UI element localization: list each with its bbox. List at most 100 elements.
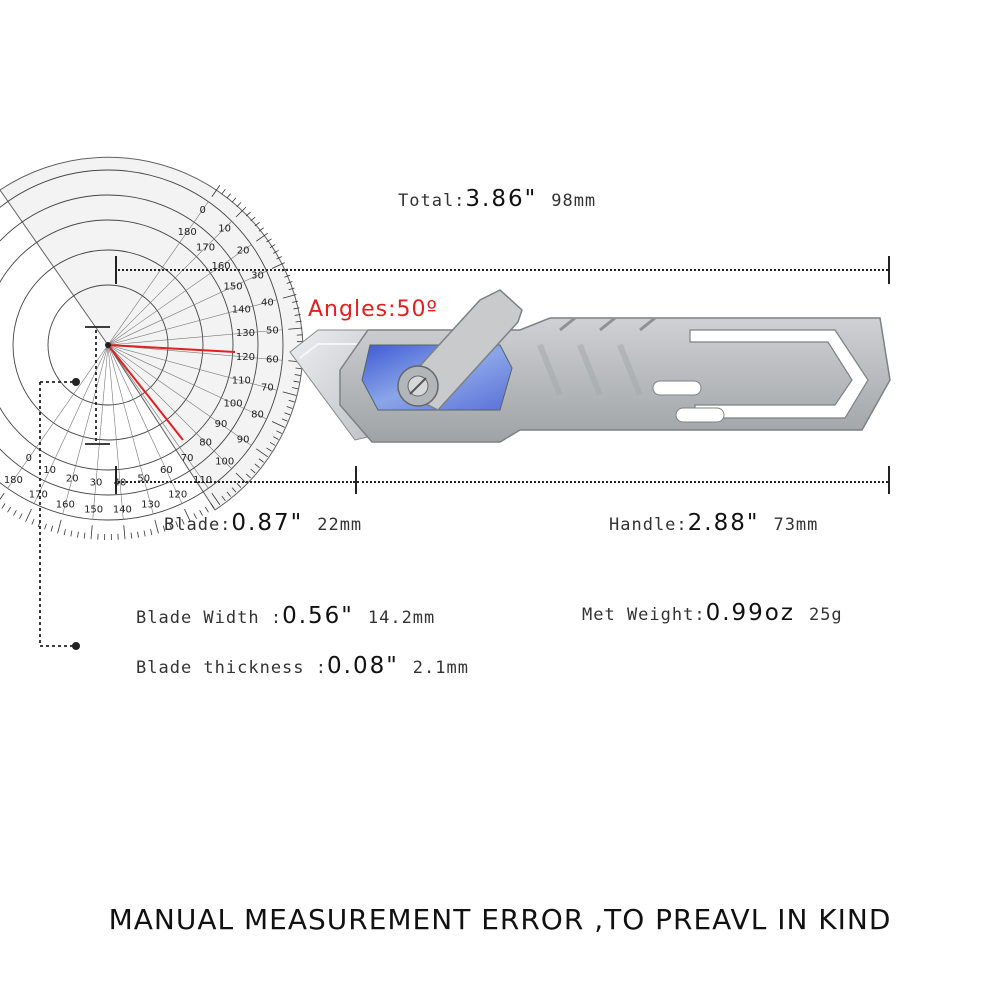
- protractor-tick: [221, 189, 226, 195]
- protractor-outer-label: 170: [29, 490, 48, 501]
- protractor-tick: [295, 320, 302, 323]
- protractor-tick: [19, 513, 23, 519]
- handle-unit: 73mm: [773, 515, 819, 535]
- protractor-inner-label: 60: [160, 465, 173, 476]
- bracket-dot-bottom: [72, 642, 80, 650]
- protractor-outer-label: 60: [266, 354, 279, 365]
- protractor-inner-label: 20: [66, 473, 79, 484]
- protractor-inner-label: 70: [181, 453, 194, 464]
- protractor-ray: [107, 244, 252, 346]
- protractor-ray: [107, 344, 154, 515]
- blade-width-prefix: Blade Width :: [136, 608, 283, 628]
- protractor-inner-label: 50: [137, 473, 150, 484]
- protractor-outer-label: 10: [218, 223, 231, 234]
- protractor-ray: [107, 344, 183, 504]
- handle-prefix: Handle:: [609, 515, 688, 535]
- protractor-tick: [226, 491, 232, 497]
- protractor-ray: [92, 344, 109, 520]
- knife-handle: [339, 289, 891, 443]
- protractor-tick: [169, 523, 172, 530]
- protractor-inner-label: 160: [211, 261, 230, 272]
- protractor-tick: [292, 387, 299, 390]
- angle-label: Angles:50º: [308, 297, 438, 322]
- protractor-ray: [107, 221, 232, 346]
- protractor-tick: [250, 468, 256, 474]
- protractor-tick: [292, 300, 299, 303]
- protractor-tick: [90, 525, 93, 540]
- blade-thickness-value: 0.08": [327, 653, 399, 679]
- protractor-inner-label: 10: [43, 465, 56, 476]
- protractor-outer-label: 180: [4, 475, 23, 486]
- protractor-inner-label: 130: [236, 328, 255, 339]
- total-right-tick: [888, 256, 890, 284]
- protractor-ray: [107, 344, 209, 489]
- protractor-tick: [276, 430, 282, 434]
- protractor-outer-label: 50: [266, 326, 279, 337]
- protractor-tick: [282, 391, 297, 396]
- protractor-tick: [50, 525, 54, 532]
- protractor-outer-label: 100: [215, 457, 234, 468]
- protractor-tick: [282, 294, 297, 299]
- protractor: 0102030405060708090100110120130140150160…: [0, 156, 304, 540]
- protractor-tick: [254, 463, 260, 469]
- protractor-outer-label: 30: [251, 270, 264, 281]
- protractor-tick: [236, 482, 242, 488]
- blade-width: Blade Width :0.56"14.2mm: [136, 603, 435, 629]
- protractor-inner-label: 120: [236, 352, 255, 363]
- handle-slot-lower: [675, 407, 725, 423]
- protractor-ray: [107, 344, 124, 520]
- protractor-tick: [245, 473, 251, 479]
- blade-left-tick: [115, 466, 117, 494]
- protractor-inner-label: 170: [196, 242, 215, 253]
- protractor-ray: [107, 344, 232, 469]
- protractor-tick: [44, 523, 47, 530]
- handle-slot-upper: [652, 380, 702, 396]
- protractor-inner-label: 110: [232, 376, 251, 387]
- protractor-tick: [57, 519, 62, 534]
- protractor-tick: [288, 327, 303, 330]
- protractor-tick: [123, 525, 126, 540]
- protractor-tick: [63, 529, 66, 536]
- protractor-tick: [226, 193, 232, 199]
- total-length: Total:3.86"98mm: [398, 186, 596, 212]
- protractor-tick: [204, 506, 209, 513]
- weight-value: 0.99oz: [705, 600, 795, 626]
- protractor-inner-label: 30: [90, 477, 103, 488]
- total-prefix: Total:: [398, 191, 466, 211]
- protractor-outer-label: 130: [141, 499, 160, 510]
- protractor-tick: [70, 530, 73, 537]
- weight-prefix: Met Weight:: [582, 605, 706, 625]
- protractor-tick: [25, 508, 32, 522]
- protractor-tick: [181, 518, 185, 525]
- handle-value: 2.88": [687, 510, 760, 536]
- blade-thickness: Blade thickness :0.08"2.1mm: [136, 653, 469, 679]
- protractor-tick: [284, 274, 291, 278]
- protractor-inner-label: 140: [232, 304, 251, 315]
- total-dimension-line: [115, 269, 888, 271]
- protractor-tick: [7, 506, 12, 513]
- total-unit: 98mm: [551, 191, 597, 211]
- protractor-tick: [288, 287, 295, 291]
- protractor-tick: [256, 448, 268, 458]
- protractor-tick: [286, 406, 293, 409]
- protractor-tick: [184, 508, 191, 522]
- protractor-outer-label: 160: [56, 499, 75, 510]
- blade-dimension-line: [115, 481, 355, 483]
- protractor-tick: [211, 493, 221, 505]
- protractor-tick: [150, 529, 153, 536]
- protractor-tick: [258, 458, 264, 463]
- protractor-inner-label: 0: [26, 453, 32, 464]
- protractor-tick: [236, 202, 242, 208]
- total-left-tick: [115, 256, 117, 284]
- protractor-tick: [162, 525, 166, 532]
- protractor-tick: [154, 519, 159, 534]
- protractor-tick: [231, 197, 237, 203]
- protractor-tick: [256, 232, 268, 242]
- protractor-ray: [107, 299, 278, 346]
- protractor-tick: [284, 412, 291, 416]
- protractor-tick: [13, 510, 17, 516]
- protractor-tick: [199, 510, 203, 516]
- protractor-tick: [258, 227, 264, 232]
- protractor-tick: [250, 216, 256, 222]
- protractor-tick: [175, 521, 179, 528]
